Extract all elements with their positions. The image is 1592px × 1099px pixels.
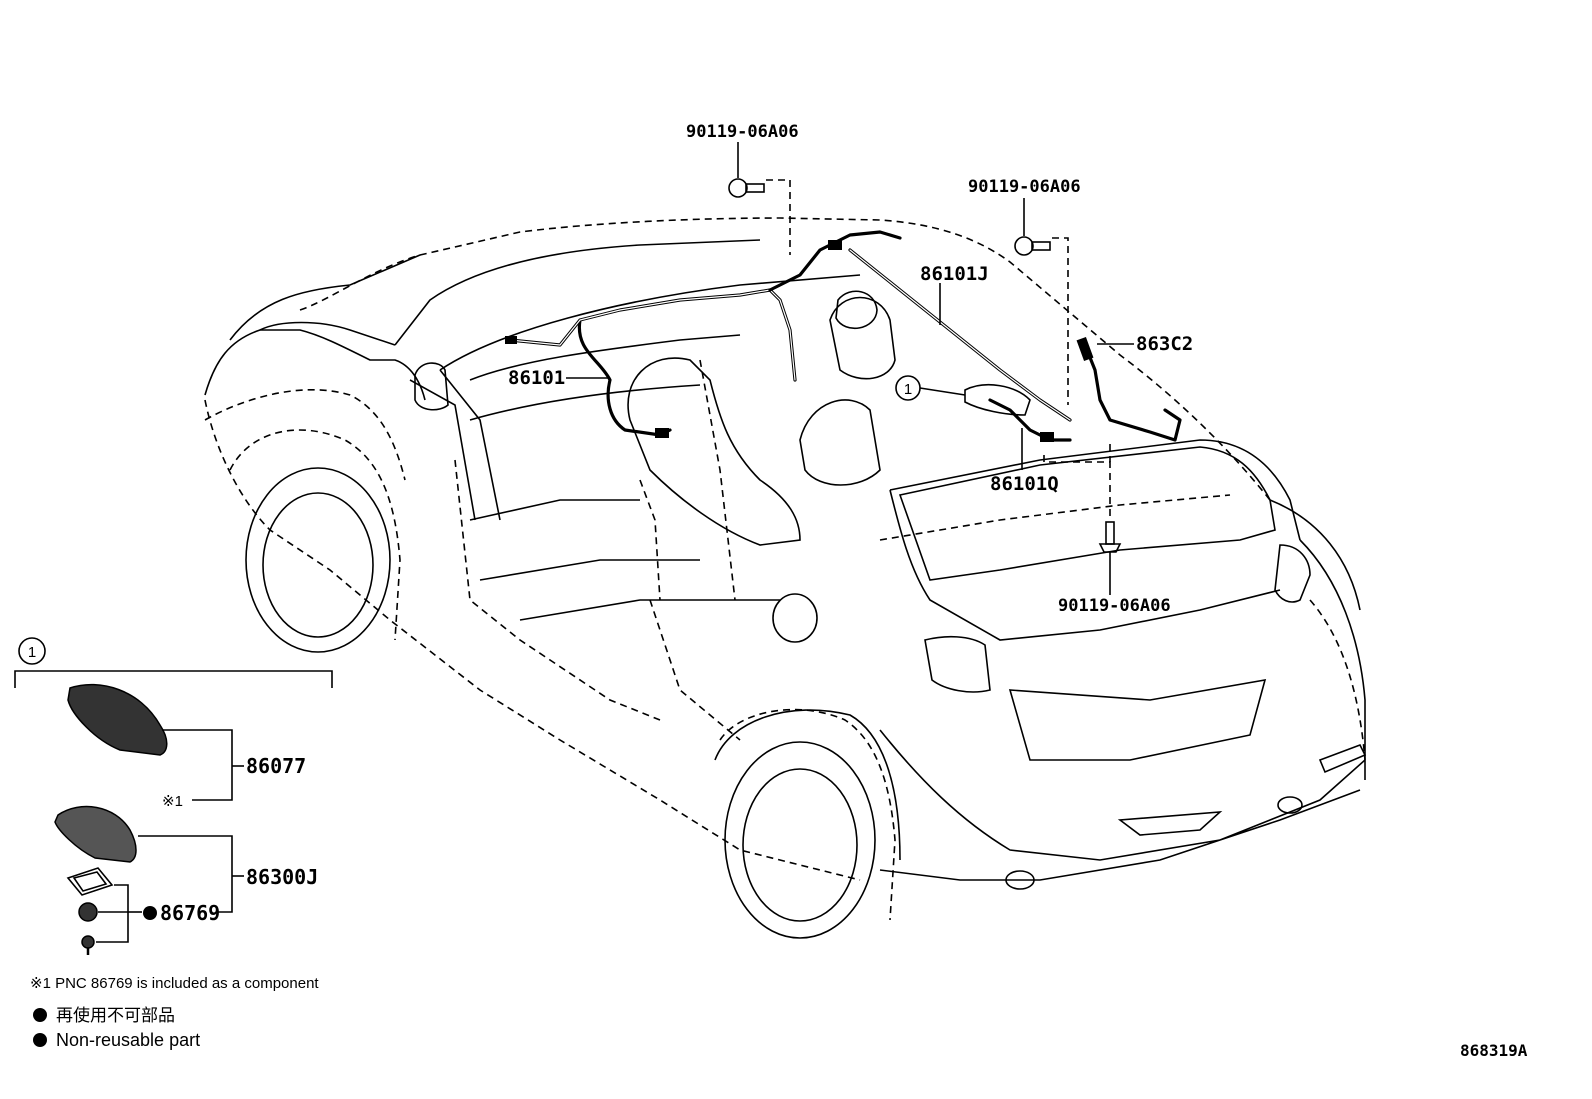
- callout-1-icon: 1: [895, 375, 921, 401]
- antenna-leader: [138, 835, 233, 913]
- harness-86101j-wire-inner: [849, 249, 1071, 421]
- rear-wheel-arch-outer: [714, 709, 901, 861]
- a-pillar: [409, 369, 501, 521]
- connector-a: [505, 336, 517, 344]
- bolt-top-rear-icon: [1014, 198, 1069, 405]
- harness-86101q-wire: [988, 398, 1072, 442]
- detail-ref-icon: 1: [18, 637, 46, 665]
- left-side-outline: [204, 399, 861, 881]
- antenna-cord-wire: [1083, 343, 1182, 442]
- connector-d: [1040, 432, 1054, 442]
- filled-circle-icon: [33, 1008, 47, 1022]
- label-harness-86101j: 86101J: [920, 263, 989, 285]
- rear-quarter: [1269, 499, 1366, 780]
- rear-quarter-dash: [1309, 599, 1366, 761]
- rear-wheel-arch: [719, 708, 896, 921]
- label-antenna-assy: 86300J: [246, 865, 318, 889]
- license-plate-area: [1008, 678, 1267, 761]
- cover-note-mark: ※1: [162, 793, 183, 810]
- side-mirror: [414, 362, 449, 411]
- roof-outline: [299, 217, 1271, 501]
- front-fender: [204, 329, 426, 401]
- rear-wheel-outer: [724, 741, 876, 939]
- bolt-lower-icon: [1043, 444, 1122, 595]
- vehicle-outline: [204, 217, 1367, 939]
- filled-circle-icon: [33, 1033, 47, 1047]
- detail-ref-text: 1: [28, 644, 36, 661]
- antenna-cord-connector: [1076, 336, 1094, 362]
- b-pillar: [639, 359, 736, 601]
- nut-icon: [78, 902, 98, 922]
- label-pad: 86769: [160, 901, 220, 925]
- screw-icon: [81, 935, 95, 955]
- antenna-86300j-icon: [54, 805, 137, 863]
- exhaust-left: [1005, 870, 1035, 890]
- door-outline: [454, 459, 741, 741]
- pad-leader: [96, 884, 129, 943]
- harness-86101-wire-inner: [509, 289, 796, 381]
- rear-window: [898, 446, 1276, 581]
- front-wheel-arch: [229, 429, 401, 641]
- rear-bumper: [879, 729, 1366, 881]
- connector-b: [655, 428, 669, 438]
- nonreusable-jp-note: 再使用不可部品: [56, 1005, 175, 1025]
- wire-harnesses: [505, 230, 1182, 442]
- front-seat: [627, 357, 801, 546]
- rear-light-left: [924, 635, 991, 693]
- bolt-top-front-icon: [728, 142, 791, 255]
- connector-c: [828, 240, 842, 250]
- floor-lines: [469, 499, 780, 621]
- leader-lines: [566, 283, 1134, 470]
- callout-1-text: 1: [904, 381, 912, 398]
- rear-hatch: [889, 439, 1301, 641]
- illustration-id: 868319A: [1460, 1041, 1528, 1060]
- pad-gasket-icon: [66, 867, 114, 896]
- label-bolt-lower: 90119-06A06: [1058, 596, 1171, 616]
- front-wheel-inner: [262, 492, 374, 638]
- component-note: ※1 PNC 86769 is included as a component: [30, 975, 319, 992]
- rear-wheel-inner: [742, 768, 858, 922]
- cargo-floor: [879, 494, 1231, 541]
- rear-reflector: [1318, 743, 1367, 774]
- legend-notes: ※1 PNC 86769 is included as a component …: [30, 975, 319, 1050]
- rear-seat: [799, 296, 896, 486]
- cover-86077-icon: [67, 683, 168, 756]
- headrest: [835, 290, 878, 330]
- label-harness-86101q: 86101Q: [990, 473, 1059, 495]
- roof-antenna-outline: [964, 384, 1031, 416]
- label-cover: 86077: [246, 754, 306, 778]
- label-harness-86101: 86101: [508, 367, 565, 389]
- front-wheel-outer: [245, 467, 391, 653]
- front-fender-dash: [204, 388, 406, 481]
- dashboard: [469, 334, 741, 421]
- exhaust-right: [1277, 796, 1303, 814]
- label-bolt-top-front: 90119-06A06: [686, 122, 799, 142]
- detail-bracket: [14, 670, 333, 688]
- bolts: [728, 142, 1122, 595]
- cover-leader: [162, 729, 233, 801]
- rear-diffuser: [1117, 811, 1223, 836]
- windshield-frame: [394, 239, 861, 371]
- label-antenna-cord: 863C2: [1136, 333, 1193, 355]
- fuel-door: [772, 593, 818, 643]
- hood: [229, 254, 421, 346]
- detail-panel: 1 86077 ※1 86300J 86769: [14, 637, 333, 955]
- nonreusable-en-note: Non-reusable part: [56, 1030, 200, 1050]
- rear-light-right: [1274, 544, 1311, 603]
- label-bolt-top-rear: 90119-06A06: [968, 177, 1081, 197]
- nonreusable-marker-icon: [143, 906, 157, 920]
